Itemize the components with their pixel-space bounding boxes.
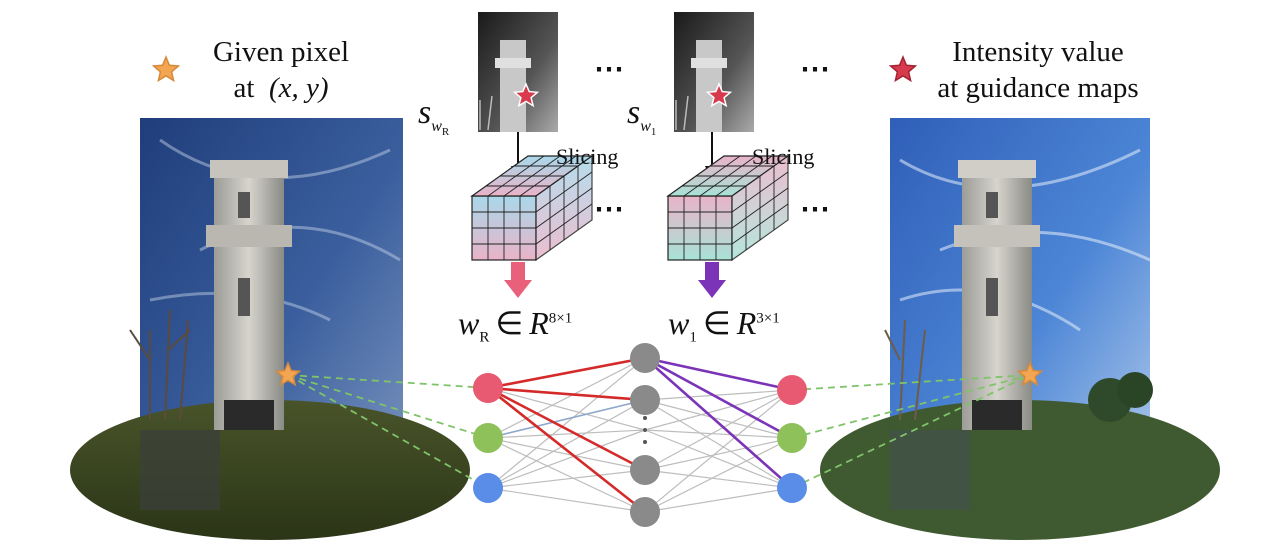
purple-edge-0 (644, 356, 793, 392)
guidance-label-1-sub: w (640, 117, 651, 135)
ellipsis-maps-2: ⋯ (800, 53, 834, 86)
hidden-ellipsis-dot-1 (643, 428, 647, 432)
guidance-label-1-s: s (627, 94, 641, 131)
guidance-label-r: swR (418, 94, 449, 138)
weight-label-r: wR∈R8×1 (458, 304, 572, 346)
dash-out-1 (791, 374, 1031, 439)
map-star-r-icon (512, 82, 540, 108)
output-node-red (777, 375, 807, 405)
guidance-label-r-s: s (418, 94, 432, 131)
dash-in-2 (287, 374, 489, 489)
network-edges (487, 356, 793, 514)
slicing-label-1: Slicing (752, 144, 815, 169)
weight-label-r-rel: ∈ (495, 305, 524, 341)
hidden-node-2 (630, 455, 660, 485)
weight-label-1-sup: 3×1 (756, 310, 780, 327)
weight-label-r-sub: R (479, 329, 490, 346)
ellipsis-grids-1: ⋯ (594, 193, 628, 226)
weight-label-1-w: w (668, 305, 690, 341)
hidden-ellipsis-dot-2 (643, 440, 647, 444)
guidance-label-1: sw1 (627, 94, 656, 138)
weight-label-1-rel: ∈ (702, 305, 731, 341)
weight-label-1-sub: 1 (689, 329, 697, 346)
dash-out-2 (791, 374, 1031, 489)
map-star-1-icon (705, 82, 733, 108)
guidance-map-r (478, 12, 558, 132)
dash-in-1 (287, 374, 489, 439)
network-nodes (473, 343, 807, 527)
purple-edge-1 (644, 356, 793, 440)
ellipsis-grids-2: ⋯ (800, 193, 834, 226)
weight-label-r-sup: 8×1 (548, 310, 573, 327)
input-photo (70, 118, 470, 540)
slicing-label-r: Slicing (556, 144, 619, 169)
guidance-label-r-subsub: R (441, 125, 450, 138)
red-edge-0 (487, 356, 646, 390)
intensity-caption: Intensity value at guidance maps (918, 34, 1158, 106)
bilateral-grid-cube-r (470, 154, 594, 262)
stars (151, 55, 1044, 387)
pixel-star-left-icon (274, 361, 302, 387)
given-pixel-line2: at (x, y) (196, 70, 366, 106)
legend-star-red-icon (888, 55, 918, 83)
weight-label-1-set: R (736, 305, 757, 341)
intensity-line1: Intensity value (952, 36, 1124, 68)
output-node-green (777, 423, 807, 453)
given-pixel-coords: (x, y) (268, 72, 329, 104)
ellipsis-maps-1: ⋯ (594, 53, 628, 86)
guidance-label-r-sub: w (431, 117, 442, 135)
given-pixel-at: at (233, 72, 255, 104)
dash-in-0 (287, 374, 489, 389)
guidance-map-1 (674, 12, 754, 132)
pixel-star-right-icon (1016, 361, 1044, 387)
output-node-blue (777, 473, 807, 503)
purple-edge-2 (644, 357, 793, 489)
legend-star-orange-icon (151, 55, 181, 83)
hidden-ellipsis-dot-0 (643, 416, 647, 420)
hidden-node-3 (630, 497, 660, 527)
dash-out-0 (791, 374, 1031, 391)
intensity-line2: at guidance maps (937, 72, 1139, 104)
pixel-connection-lines (287, 374, 1031, 489)
input-node-green (473, 423, 503, 453)
input-node-blue (473, 473, 503, 503)
bilateral-grid-cube-1 (666, 154, 790, 262)
hidden-node-1 (630, 385, 660, 415)
given-pixel-caption: Given pixel at (x, y) (196, 34, 366, 106)
weight-arrow-1 (698, 262, 726, 298)
output-photo (820, 118, 1220, 540)
hidden-node-0 (630, 343, 660, 373)
guidance-label-1-subsub: 1 (650, 125, 657, 138)
given-pixel-line1: Given pixel (212, 36, 350, 68)
red-edge-3 (487, 386, 646, 514)
weight-label-r-w: w (458, 305, 480, 341)
red-edge-1 (487, 386, 646, 402)
weight-label-r-set: R (529, 305, 549, 341)
input-node-red (473, 373, 503, 403)
weight-arrow-r (504, 262, 532, 298)
weight-label-1: w1 ∈R3×1 (668, 304, 780, 346)
red-edge-2 (487, 386, 646, 472)
